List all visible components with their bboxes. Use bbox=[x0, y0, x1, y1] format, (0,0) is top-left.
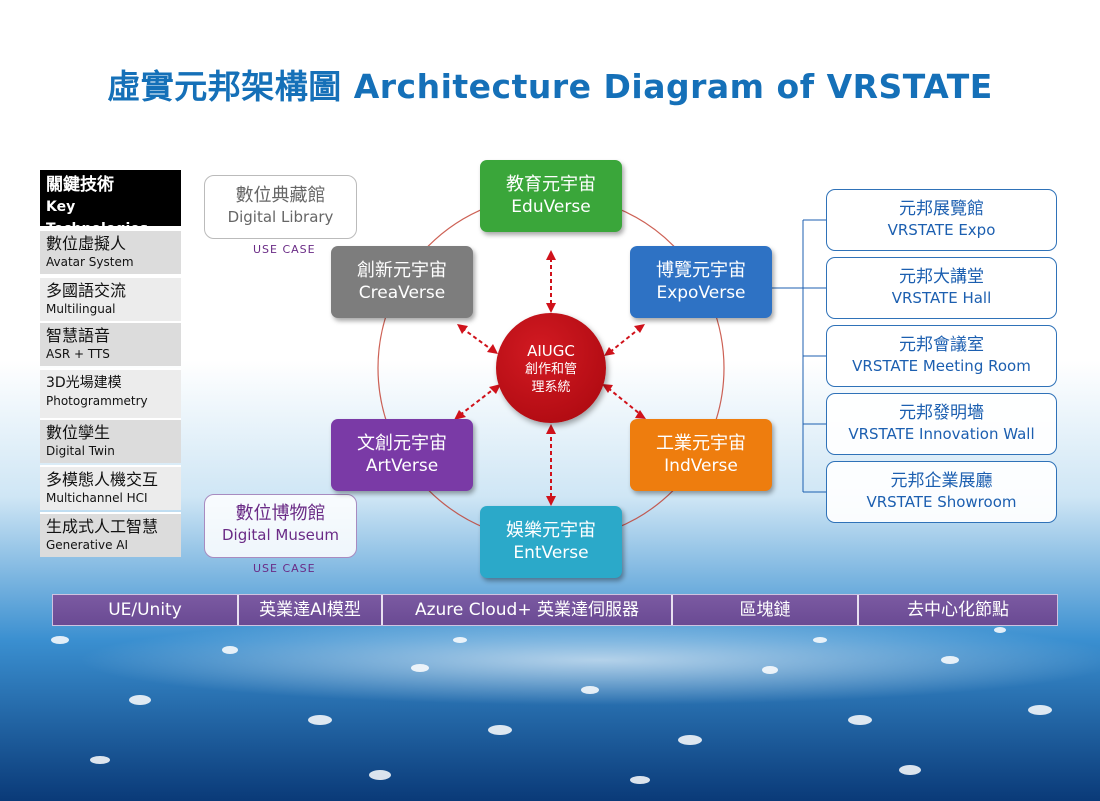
site-en: VRSTATE Meeting Room bbox=[852, 357, 1031, 375]
expo-site-meeting-room: 元邦會議室 VRSTATE Meeting Room bbox=[826, 325, 1057, 387]
node-label-zh: 娛樂元宇宙 bbox=[506, 520, 596, 541]
node-entverse: 娛樂元宇宙 EntVerse bbox=[480, 506, 622, 578]
key-technologies-header: 關鍵技術 Key Technologies bbox=[40, 170, 181, 237]
node-label-zh: 文創元宇宙 bbox=[357, 433, 447, 454]
key-technologies-header-zh: 關鍵技術 bbox=[46, 175, 114, 195]
use-case-en: Digital Library bbox=[227, 208, 334, 226]
infra-ue-unity: UE/Unity bbox=[53, 595, 239, 625]
site-zh: 元邦大講堂 bbox=[899, 267, 984, 287]
site-en: VRSTATE Hall bbox=[891, 289, 992, 307]
tech-item-zh: 多國語交流 bbox=[46, 281, 127, 300]
node-label-en: ExpoVerse bbox=[656, 283, 746, 303]
expo-site-showroom: 元邦企業展廳 VRSTATE Showroom bbox=[826, 461, 1057, 523]
page-title: 虛實元邦架構圖 Architecture Diagram of VRSTATE bbox=[107, 67, 993, 106]
site-zh: 元邦展覽館 bbox=[899, 199, 984, 219]
expo-site-innovation-wall: 元邦發明墻 VRSTATE Innovation Wall bbox=[826, 393, 1057, 455]
node-label-en: IndVerse bbox=[664, 456, 738, 476]
node-label-en: EduVerse bbox=[511, 197, 591, 217]
node-label-en: EntVerse bbox=[513, 543, 589, 563]
site-zh: 元邦會議室 bbox=[899, 335, 984, 355]
infra-ai-model: 英業達AI模型 bbox=[239, 595, 383, 625]
site-en: VRSTATE Innovation Wall bbox=[848, 425, 1035, 443]
infra-decentralized-nodes: 去中心化節點 bbox=[907, 600, 1009, 620]
tech-item-zh: 生成式人工智慧 bbox=[46, 517, 159, 536]
tech-item-zh: 3D光場建模 bbox=[46, 375, 122, 391]
tech-item-multilingual: 多國語交流 Multilingual bbox=[40, 276, 181, 321]
use-case-en: Digital Museum bbox=[221, 526, 340, 544]
tech-item-zh: 智慧語音 bbox=[46, 326, 111, 345]
tech-item-asr-tts: 智慧語音 ASR + TTS bbox=[40, 321, 181, 366]
arrow-upleft bbox=[461, 327, 493, 351]
tech-item-en: ASR + TTS bbox=[46, 347, 110, 361]
tech-item-generative-ai: 生成式人工智慧 Generative AI bbox=[40, 512, 181, 557]
node-aiugc-center: AIUGC 創作和管 理系統 bbox=[496, 313, 606, 423]
node-indverse: 工業元宇宙 IndVerse bbox=[630, 419, 772, 491]
use-case-zh: 數位典藏館 bbox=[235, 185, 326, 206]
node-label-en: CreaVerse bbox=[358, 283, 446, 303]
node-eduverse: 教育元宇宙 EduVerse bbox=[480, 160, 622, 232]
tech-item-en: Generative AI bbox=[46, 538, 129, 552]
tech-item-avatar: 數位虛擬人 Avatar System bbox=[40, 229, 181, 274]
use-case-digital-library: 數位典藏館 Digital Library bbox=[204, 175, 357, 239]
tech-item-photogrammetry: 3D光場建模 Photogrammetry bbox=[40, 368, 181, 418]
tech-item-en: Multilingual bbox=[46, 302, 116, 316]
node-label-zh: 創新元宇宙 bbox=[357, 260, 447, 281]
center-label-line2: 創作和管 bbox=[524, 362, 577, 377]
node-artverse: 文創元宇宙 ArtVerse bbox=[331, 419, 473, 491]
site-zh: 元邦發明墻 bbox=[899, 403, 984, 423]
expo-site-expo: 元邦展覽館 VRSTATE Expo bbox=[826, 189, 1057, 251]
tech-item-en: Digital Twin bbox=[46, 444, 115, 458]
site-en: VRSTATE Showroom bbox=[866, 493, 1017, 511]
arrow-downleft bbox=[459, 387, 496, 416]
site-zh: 元邦企業展廳 bbox=[890, 471, 993, 491]
use-case-label: USE CASE bbox=[253, 243, 316, 256]
center-label-line1: AIUGC bbox=[527, 342, 575, 360]
use-case-zh: 數位博物館 bbox=[235, 503, 326, 524]
center-label-line3: 理系統 bbox=[531, 380, 571, 395]
node-label-en: ArtVerse bbox=[365, 456, 439, 476]
tech-item-zh: 多模態人機交互 bbox=[46, 470, 159, 489]
use-case-digital-museum: 數位博物館 Digital Museum bbox=[204, 494, 357, 558]
tech-item-zh: 數位孿生 bbox=[46, 423, 111, 442]
node-label-zh: 教育元宇宙 bbox=[506, 174, 596, 195]
infrastructure-bar: UE/Unity 英業達AI模型 Azure Cloud+ 英業達伺服器 區塊鏈… bbox=[52, 594, 1058, 626]
tech-item-hci: 多模態人機交互 Multichannel HCI bbox=[40, 465, 181, 510]
site-en: VRSTATE Expo bbox=[887, 221, 996, 239]
tech-item-en: Avatar System bbox=[46, 255, 134, 269]
tech-item-en: Photogrammetry bbox=[46, 394, 148, 408]
tech-item-digital-twin: 數位孿生 Digital Twin bbox=[40, 418, 181, 463]
node-label-zh: 博覽元宇宙 bbox=[656, 260, 746, 281]
node-creaverse: 創新元宇宙 CreaVerse bbox=[331, 246, 473, 318]
use-case-label: USE CASE bbox=[253, 562, 316, 575]
node-label-zh: 工業元宇宙 bbox=[656, 433, 746, 454]
infra-azure-cloud: Azure Cloud+ 英業達伺服器 bbox=[383, 595, 673, 625]
tech-item-zh: 數位虛擬人 bbox=[46, 234, 127, 253]
expo-site-hall: 元邦大講堂 VRSTATE Hall bbox=[826, 257, 1057, 319]
tech-item-en: Multichannel HCI bbox=[46, 491, 148, 505]
infra-blockchain: 區塊鏈 bbox=[673, 595, 859, 625]
node-expoverse: 博覽元宇宙 ExpoVerse bbox=[630, 246, 772, 318]
